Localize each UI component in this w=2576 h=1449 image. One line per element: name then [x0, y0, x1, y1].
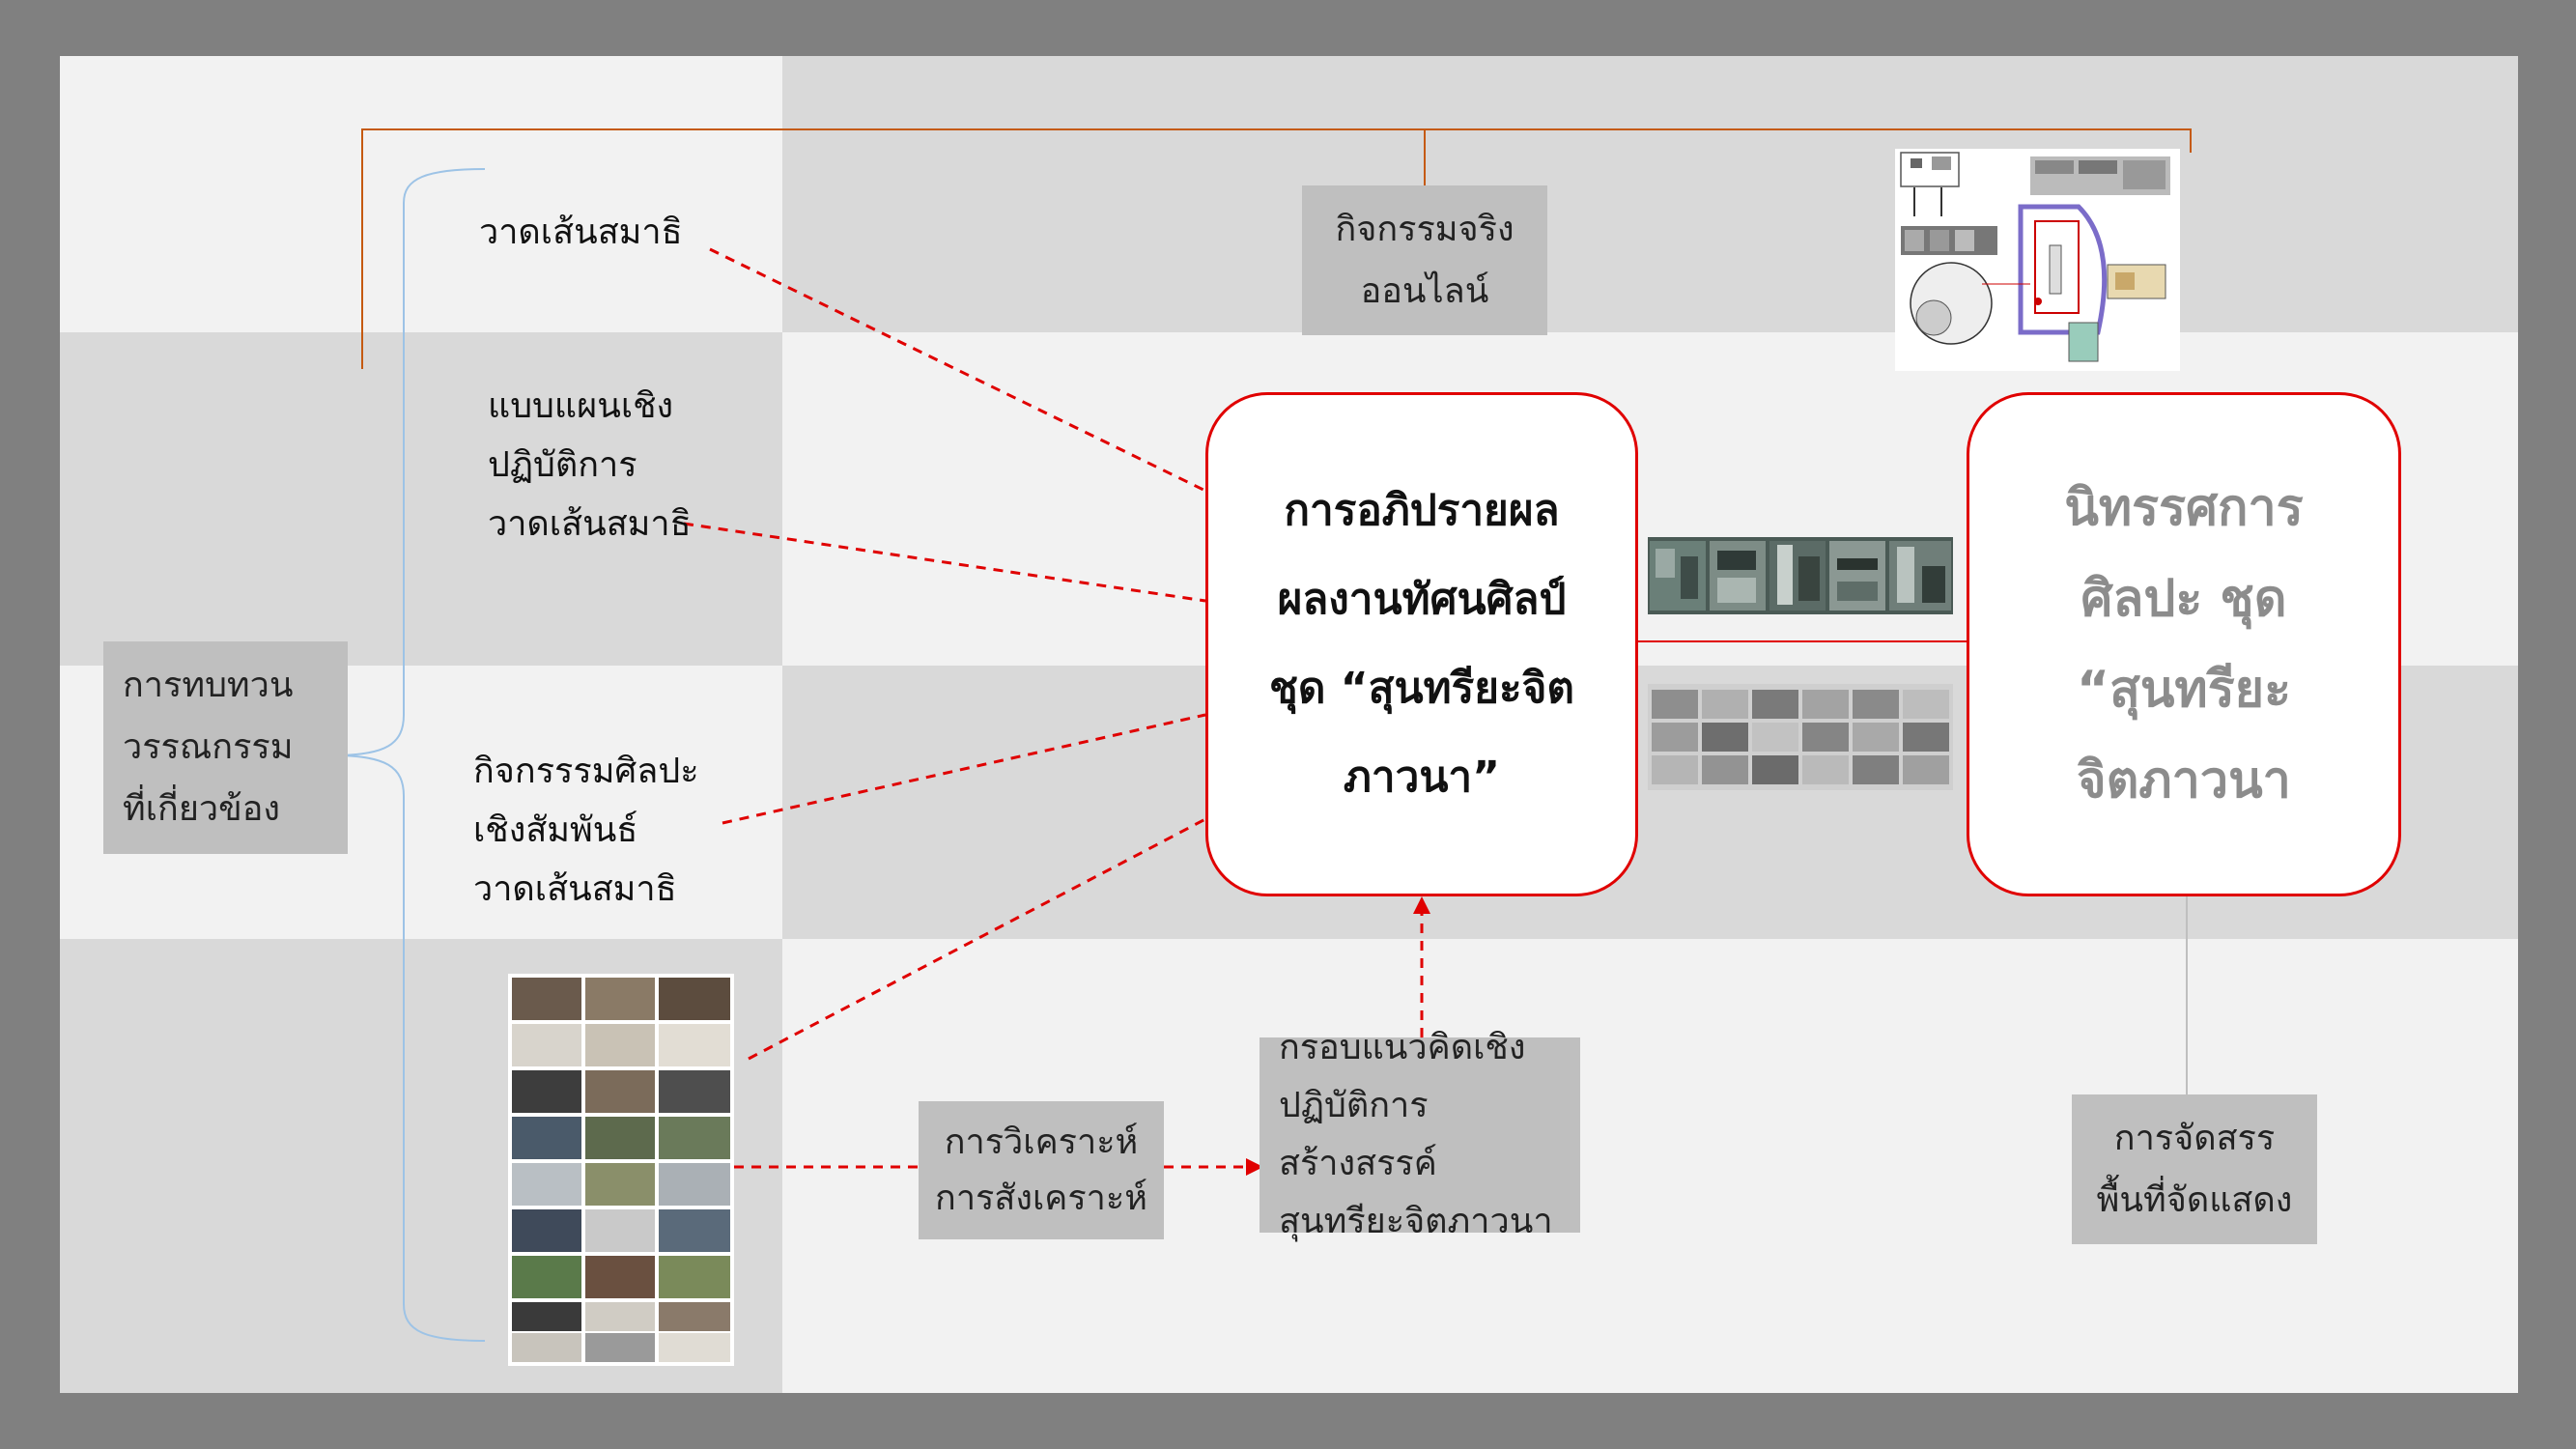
label-meditation-drawing: วาดเส้นสมาธิ: [479, 213, 683, 252]
dashed-line-4: [748, 817, 1206, 1061]
label-relational-art: กิจกรรรมศิลปะ เชิงสัมพันธ์ วาดเส้นสมาธิ: [473, 752, 699, 909]
bg-top-left: [60, 56, 782, 332]
literature-review-box: การทบทวน วรรณกรรม ที่เกี่ยวข้อง: [103, 641, 348, 854]
analysis-box: การวิเคราะห์ การสังเคราะห์: [919, 1101, 1164, 1239]
exhibition-floorplan-image: [1895, 149, 2180, 371]
discussion-box: การอภิปรายผล ผลงานทัศนศิลป์ ชุด “สุนทรีย…: [1205, 392, 1638, 896]
artwork-strip-2-image: [1648, 684, 1953, 790]
dashed-line-3: [722, 713, 1206, 825]
dashed-line-2: [683, 522, 1206, 603]
arrowhead-right: [1246, 1158, 1263, 1176]
online-activity-box: กิจกรรมจริง ออนไลน์: [1302, 185, 1547, 335]
label-workshop-plan: แบบแผนเชิง ปฏิบัติการ วาดเส้นสมาธิ: [488, 386, 692, 544]
arrowhead-up: [1413, 896, 1430, 914]
framework-box: กรอบแนวคิดเชิง ปฏิบัติการสร้างสรรค์ สุนท…: [1260, 1028, 1580, 1241]
dashed-line-1: [709, 247, 1206, 493]
exhibition-box: นิทรรศการ ศิลปะ ชุด “สุนทรียะ จิตภาวนา: [1967, 392, 2401, 896]
bg-mid1-left: [60, 332, 782, 666]
artwork-strip-1-image: [1648, 537, 1953, 614]
activity-photos-image: [508, 974, 734, 1366]
orange-connector: [361, 128, 2192, 369]
space-allocation-box: การจัดสรร พื้นที่จัดแสดง: [2072, 1094, 2317, 1244]
blue-bracket: [332, 168, 486, 1342]
bg-top-right: [782, 56, 2518, 332]
